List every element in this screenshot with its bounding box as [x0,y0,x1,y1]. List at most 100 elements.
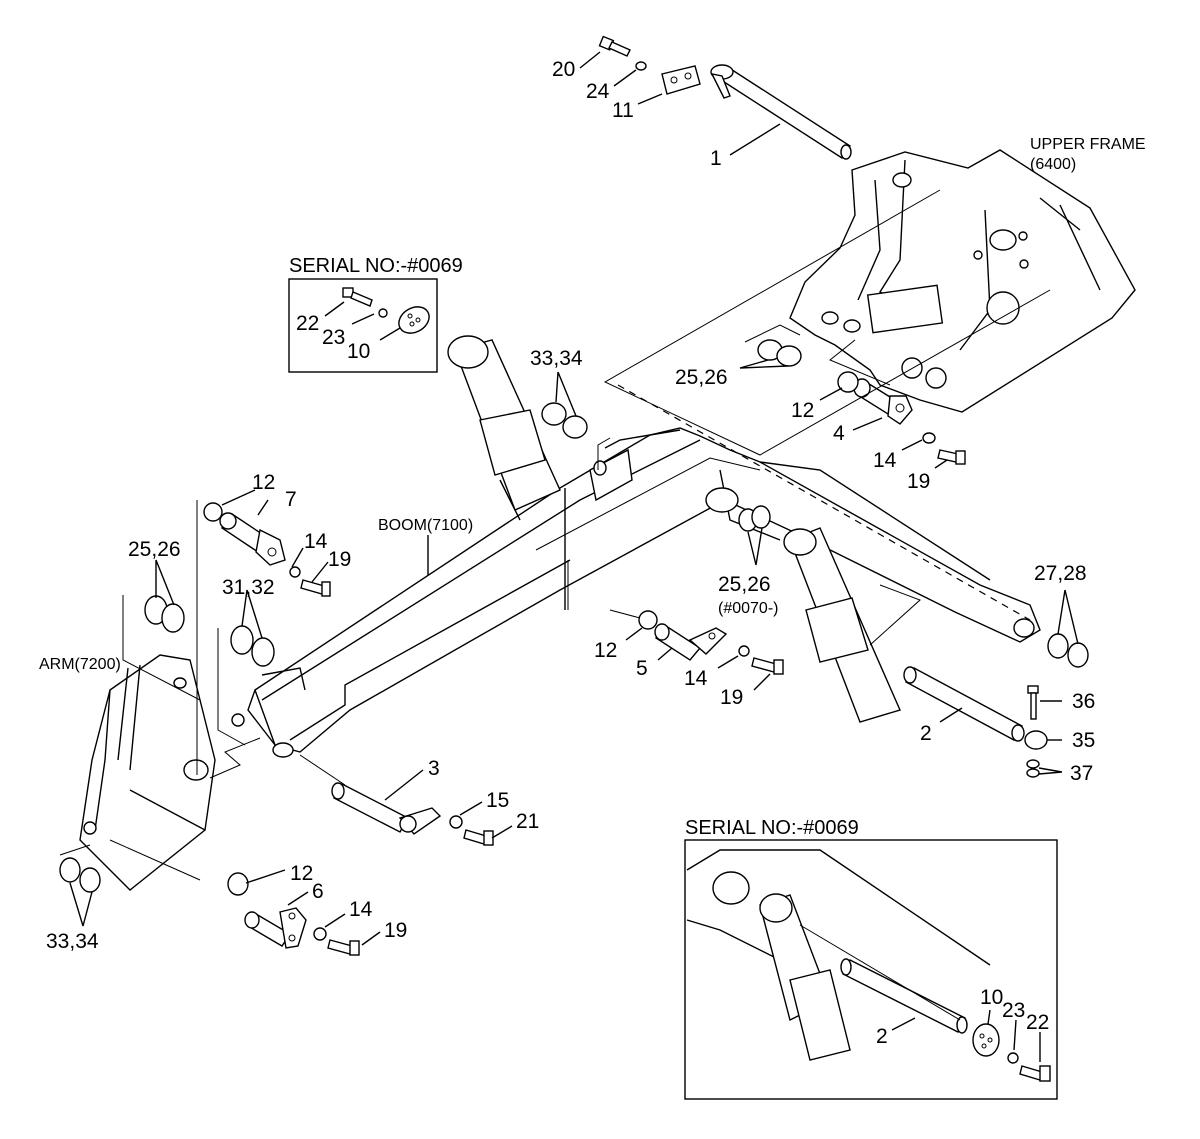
callout-6: 6 [312,880,324,903]
inset-bottom-right [684,839,1058,1100]
washer-23-inset-part [378,308,388,318]
washer-14-center-part [738,645,750,657]
callout-25-26-upper: 25,26 [675,366,728,389]
bolt-19-upper-part [937,449,966,465]
callout-10-inset-b: 10 [980,986,1003,1009]
shim-31-part [230,625,254,655]
boom-label: BOOM(7100) [378,517,473,534]
washer-23-inset-b-part [1007,1052,1019,1064]
washer-24-part [635,61,647,71]
callout-22-inset-b: 22 [1026,1011,1049,1034]
upper-frame-label: UPPER FRAME [1030,136,1146,153]
bolt-36-part [1027,685,1039,720]
washer-14-lower-part [313,927,327,941]
shim-34-boom-part [562,415,588,439]
callout-21: 21 [516,810,539,833]
callout-25-26-center: 25,26 [718,573,771,596]
boom-cylinder-part [447,335,561,521]
shim-33-boom-part [541,402,567,426]
bolt-21-part [463,829,494,846]
plate-10-inset-part [398,306,430,334]
lock-plate-11-part [661,65,701,95]
inset-bottom-right-title: SERIAL NO:-#0069 [685,817,859,839]
bolt-19-center-part [751,657,784,675]
callout-10-inset: 10 [347,340,370,363]
washer-14-arm-part [289,566,301,578]
boom-part [247,427,1041,758]
callout-27-28: 27,28 [1034,562,1087,585]
callout-20: 20 [552,58,575,81]
callout-23-inset: 23 [322,326,345,349]
callout-2: 2 [920,722,932,745]
bolt-19-lower-part [327,939,360,956]
shim-12-center-part [638,610,658,630]
assembly-guide-lines [59,189,1051,881]
callout-5: 5 [636,657,648,680]
callout-12-center: 12 [594,639,617,662]
shim-12-lower-part [227,872,249,896]
shim-34-lower-part [79,867,101,893]
bolt-19-arm-part [300,579,331,597]
callout-7: 7 [285,488,297,511]
callout-33-34-lower: 33,34 [46,930,99,953]
callout-12-upper: 12 [791,399,814,422]
leader-lines [69,51,1079,946]
callout-22-inset: 22 [296,312,319,335]
shim-33-lower-part [59,857,81,883]
collar-35-part [1024,730,1048,750]
shim-12-arm-part [203,502,223,522]
callout-24: 24 [586,80,610,103]
callout-15: 15 [486,789,509,812]
arm-part [79,654,245,891]
shim-26-left-part [161,603,185,633]
pin-7-part [219,512,286,566]
callout-37: 37 [1070,762,1093,785]
callout-19-center: 19 [720,686,743,709]
callout-36: 36 [1072,690,1095,713]
callout-3: 3 [428,757,440,780]
pin-1-part [710,64,852,160]
shim-12-upper-part [837,371,859,393]
callout-14-center: 14 [684,667,708,690]
callout-35: 35 [1072,729,1095,752]
washer-15-part [449,815,463,829]
callout-12-lower: 12 [290,862,313,885]
shim-26-upper-part [776,345,802,367]
callout-14-upper: 14 [873,449,897,472]
pin-5-part [654,623,728,661]
bolt-22-inset-part [342,287,373,307]
shim-26-center-part [751,505,771,529]
pin-2-part [903,666,1025,742]
callout-14-arm: 14 [304,530,328,553]
nut-37-part [1026,759,1040,778]
callout-19-upper: 19 [907,470,930,493]
callout-12-arm: 12 [252,471,275,494]
inset-top-left [288,278,438,373]
upper-frame-code-label: (6400) [1030,156,1076,173]
callout-23-inset-b: 23 [1002,999,1025,1022]
shim-32-part [251,637,275,667]
bolt-22-inset-b-part [1019,1065,1051,1082]
callout-19-lower: 19 [384,919,407,942]
callout-19-arm: 19 [328,548,351,571]
plate-10-inset-b-part [972,1023,1000,1057]
callout-33-34-boom: 33,34 [530,347,583,370]
callout-31-32: 31,32 [222,576,275,599]
shim-28-part [1067,642,1089,668]
washer-14-upper-part [922,432,936,444]
pin-3-part [331,782,442,835]
shim-27-part [1047,633,1069,659]
callout-25-26-left: 25,26 [128,538,181,561]
callout-1: 1 [710,147,722,170]
boom-centerline [617,384,1031,621]
arm-label: ARM(7200) [39,656,121,673]
serial-range-label: (#0070-) [718,600,778,617]
inset-top-left-title: SERIAL NO:-#0069 [289,255,463,277]
arm-cylinder-part [783,527,901,723]
callout-4: 4 [833,422,845,445]
upper-frame-part [789,149,1136,413]
bolt-20-part [598,35,631,57]
callout-11: 11 [612,99,634,122]
pin-6-part [244,907,307,949]
